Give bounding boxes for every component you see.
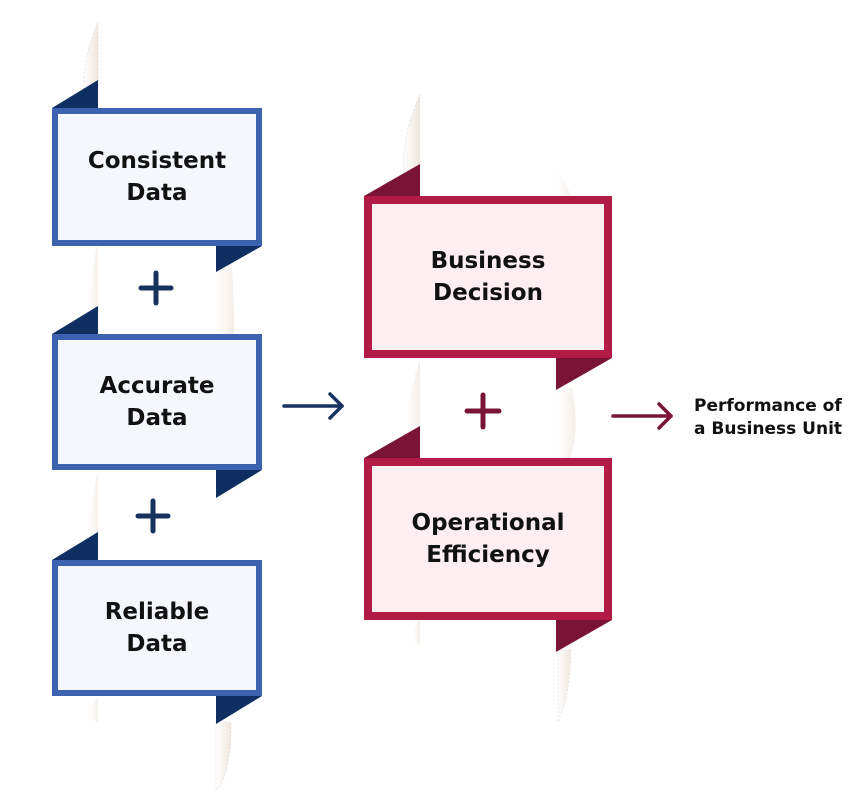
paper-strip xyxy=(558,170,572,200)
fold-corner xyxy=(556,620,612,652)
paper-strip xyxy=(557,649,572,723)
outcome-box-operational-efficiency: Operational Efficiency xyxy=(364,458,612,620)
fold-corner xyxy=(52,532,98,560)
fold-corner xyxy=(52,306,98,334)
fold-corner xyxy=(216,470,262,498)
arrow-right-icon xyxy=(282,392,344,420)
paper-strip xyxy=(215,721,232,791)
fold-corner xyxy=(364,164,420,196)
fold-corner xyxy=(556,358,612,390)
result-label: Performance of a Business Unit xyxy=(694,396,843,439)
input-label: Consistent Data xyxy=(87,148,227,206)
fold-corner xyxy=(216,246,262,272)
plus-icon xyxy=(464,392,502,430)
outcome-label: Business Decision xyxy=(430,248,546,306)
outcome-label: Operational Efficiency xyxy=(411,510,565,568)
paper-strip xyxy=(558,388,576,458)
paper-strip xyxy=(412,620,420,646)
input-box-reliable-data: Reliable Data xyxy=(52,560,262,696)
input-box-consistent-data: Consistent Data xyxy=(52,108,262,246)
fold-corner xyxy=(216,696,262,724)
plus-icon xyxy=(135,498,171,534)
fold-corner xyxy=(52,80,98,108)
arrow-right-icon xyxy=(611,402,673,430)
paper-strip xyxy=(90,696,98,722)
outcome-box-business-decision: Business Decision xyxy=(364,196,612,358)
fold-corner xyxy=(364,426,420,458)
input-box-accurate-data: Accurate Data xyxy=(52,334,262,470)
input-label: Accurate Data xyxy=(99,373,215,431)
input-label: Reliable Data xyxy=(104,599,210,657)
plus-icon xyxy=(138,270,174,306)
